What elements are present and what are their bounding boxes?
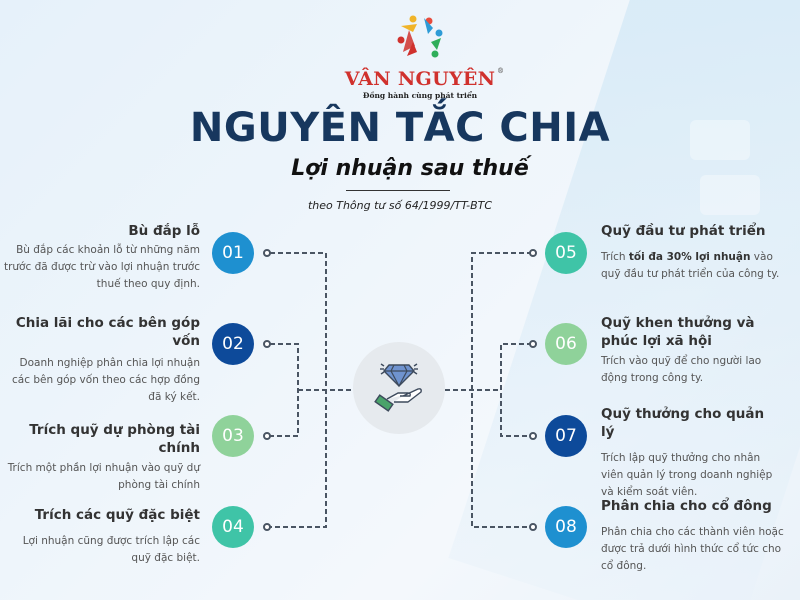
item-description: Phân chia cho các thành viên hoặc được t… [601,526,784,572]
center-hub [353,342,445,434]
item-description: Trích vào quỹ để cho người lao động tron… [601,355,762,384]
step-badge-03: 03 [212,415,254,457]
item-description: Doanh nghiệp phân chia lợi nhuận các bên… [12,357,200,403]
list-item: Bù đắp lỗ Bù đắp các khoản lỗ từ những n… [0,222,200,293]
item-title: Phân chia cho cổ đông [601,498,772,514]
step-badge-05: 05 [545,232,587,274]
item-description: Trích một phần lợi nhuận vào quỹ dự phòn… [7,462,200,491]
item-title: Bù đắp lỗ [128,223,200,239]
list-item: Trích các quỹ đặc biệt Lợi nhuận cũng đư… [0,506,200,567]
list-item: Quỹ thưởng cho quản lý Trích lập quỹ thư… [601,405,781,501]
item-description: Lợi nhuận cũng được trích lập các quỹ đặ… [22,535,200,564]
list-item: Quỹ khen thưởng và phúc lợi xã hội Trích… [601,314,781,387]
star-people-logo-icon [397,15,443,58]
highlight-text: tối đa 30% lợi nhuận [628,251,751,263]
step-badge-06: 06 [545,323,587,365]
step-badge-07: 07 [545,415,587,457]
page-title: NGUYÊN TẮC CHIA [189,105,611,151]
item-title: Chia lãi cho các bên góp vốn [15,315,200,349]
brand-name: VÂN NGUYÊN® [344,66,505,90]
registered-mark: ® [496,66,505,75]
title-divider [346,190,450,191]
item-description: Bù đắp các khoản lỗ từ những năm trước đ… [3,244,200,290]
step-badge-02: 02 [212,323,254,365]
brand-logo: VÂN NGUYÊN® Đồng hành cùng phát triển [340,12,505,100]
list-item: Quỹ đầu tư phát triển Trích tối đa 30% l… [601,222,791,283]
item-title: Quỹ thưởng cho quản lý [601,406,765,440]
item-title: Quỹ khen thưởng và phúc lợi xã hội [601,315,755,349]
brand-tagline: Đồng hành cùng phát triển [362,91,478,100]
item-title: Quỹ đầu tư phát triển [601,223,766,239]
list-item: Phân chia cho cổ đông Phân chia cho các … [601,497,791,575]
step-badge-01: 01 [212,232,254,274]
diamond-in-hand-icon [374,363,422,412]
item-description: Trích tối đa 30% lợi nhuận vào quỹ đầu t… [601,251,780,280]
item-description: Trích lập quỹ thưởng cho nhân viên quản … [601,452,773,498]
step-badge-04: 04 [212,506,254,548]
item-title: Trích quỹ dự phòng tài chính [29,422,200,456]
list-item: Trích quỹ dự phòng tài chính Trích một p… [0,421,200,494]
step-badge-08: 08 [545,506,587,548]
list-item: Chia lãi cho các bên góp vốn Doanh nghiệ… [0,314,200,406]
background-key-shape [690,120,750,160]
legal-reference: theo Thông tư số 64/1999/TT-BTC [307,199,493,212]
item-title: Trích các quỹ đặc biệt [34,507,200,523]
page-subtitle: Lợi nhuận sau thuế [291,156,529,181]
background-key-shape [700,175,760,215]
